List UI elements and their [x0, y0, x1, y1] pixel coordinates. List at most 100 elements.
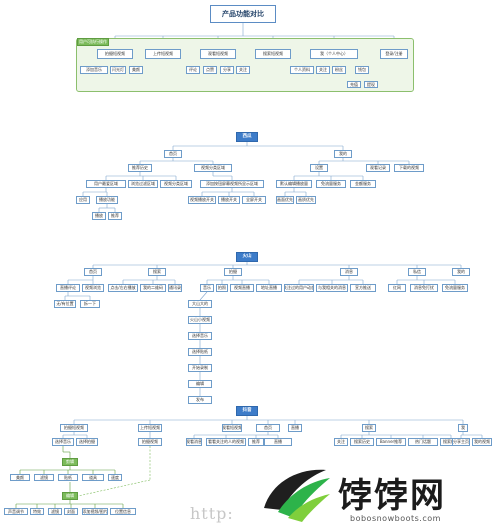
diagram-node: 视频分类区域: [160, 180, 192, 188]
brand-name: 饽饽网: [338, 476, 446, 516]
branch-node: 观看短视频: [200, 49, 236, 59]
diagram-node: 提现: [364, 81, 378, 88]
diagram-node: 添加音乐: [80, 66, 108, 74]
brand-logo-icon: [264, 469, 330, 522]
diagram-node: 速度: [108, 474, 122, 481]
page-title: 产品功能对比: [210, 5, 276, 23]
branch-node: 我（个人中心）: [310, 49, 358, 59]
bottom-item: 滤镜: [48, 508, 62, 515]
diagram-node: 消息: [340, 268, 358, 276]
diagram-node: 默认编辑播放量: [276, 180, 312, 188]
diagram-node: 推荐: [248, 438, 264, 446]
diagram-node: 充值: [347, 81, 361, 88]
diagram-node: 开始录制: [188, 364, 212, 372]
diagram-node: 播放: [92, 212, 106, 220]
diagram-node: 观看短视频: [222, 424, 242, 432]
diagram-node: 消息免打扰: [410, 284, 438, 292]
diagram-node: 关注过的用户动态: [284, 284, 314, 292]
diagram-node: 全屏开关: [242, 196, 266, 204]
diagram-node: 无/有位置: [54, 300, 76, 308]
diagram-node: 金额服务: [350, 180, 376, 188]
diagram-node: 美颜: [129, 66, 143, 74]
diagram-node: 热门话题: [408, 438, 438, 446]
diagram-node: 选择贴纸: [188, 348, 212, 356]
diagram-node: 画质优先: [296, 196, 316, 204]
diagram-node: 观看记录: [366, 164, 390, 172]
diagram-node: 直播: [288, 424, 302, 432]
diagram-node: 评论: [186, 66, 200, 74]
diagram-node: 推荐历史: [128, 164, 152, 172]
diagram-node: 搜索: [362, 424, 376, 432]
diagram-node: 拍摄: [224, 268, 242, 276]
bottom-item: 特效: [30, 508, 44, 515]
diagram-node: 地址直播: [256, 284, 282, 292]
diagram-node: 分享: [220, 66, 234, 74]
diagram-node: 拍摄视频: [138, 438, 162, 446]
branch-node: 上传短视频: [145, 49, 181, 59]
branch-node: 拍摄短视频: [97, 49, 133, 59]
diagram-node: 我的二维码: [140, 284, 166, 292]
diagram-node: 视频播放开关: [188, 196, 216, 204]
diagram-node: 视频浏览: [82, 284, 104, 292]
diagram-node: 免流量服务: [442, 284, 468, 292]
edit-tag: 剪辑: [62, 458, 78, 466]
diagram-node: 与我相关的消息: [316, 284, 348, 292]
diagram-node: 上传短视频: [138, 424, 162, 432]
connector-line: [199, 291, 208, 301]
diagram-node: 浏览过滤区域: [128, 180, 158, 188]
diagram-node: 滤镜: [34, 474, 54, 481]
diagram-node: 关注: [334, 438, 348, 446]
diagram-node: 我的视频: [472, 438, 492, 446]
diagram-node: 音乐: [200, 284, 214, 292]
diagram-node: 视频分类区域: [194, 164, 232, 172]
bottom-item: 位置信息: [110, 508, 136, 515]
branch-node: 搜索短视频: [255, 49, 291, 59]
diagram-node: 下载的视频: [394, 164, 424, 172]
diagram-node: 关注: [316, 66, 330, 74]
bottom-item: 声音调节: [4, 508, 28, 515]
bottom-item: 封面: [64, 508, 78, 515]
diagram-node: 拆一下: [80, 300, 100, 308]
brand-url: bobosnowboots.com: [350, 514, 441, 523]
diagram-node: 观看消息: [186, 438, 202, 446]
diagram-node: 我的: [334, 150, 352, 158]
diagram-node: 拍照: [216, 284, 228, 292]
http-watermark: http:: [190, 504, 234, 523]
diagram-node: 贴纸: [58, 474, 78, 481]
diagram-node: 首页: [84, 268, 102, 276]
diagram-node: 选择拍摄: [76, 438, 98, 446]
section-root: 火山: [236, 252, 258, 262]
diagram-node: 分享主页: [452, 438, 470, 446]
diagram-node: 播放功能: [96, 196, 118, 204]
diagram-node: 免流量服务: [316, 180, 346, 188]
diagram-node: 我的: [452, 268, 470, 276]
edit-tag-2: 编辑: [62, 492, 78, 500]
diagram-node: 首页: [164, 150, 182, 158]
diagram-node: 首页: [256, 424, 280, 432]
diagram-node: 闪光灯: [110, 66, 126, 74]
site-watermark: 饽饽网 bobosnowboots.com: [258, 462, 498, 528]
diagram-node: 推荐: [108, 212, 122, 220]
diagram-node: 宣方推送: [350, 284, 376, 292]
diagram-node: 火山小视频: [188, 316, 212, 324]
diagram-node: 画面优先: [276, 196, 294, 204]
diagram-node: 红网: [388, 284, 406, 292]
section-root: 西瓜: [236, 132, 258, 142]
diagram-node: 点击/左右播放: [108, 284, 138, 292]
diagram-node: 拍摄短视频: [60, 424, 88, 432]
diagram-node: 设置: [310, 164, 328, 172]
branch-node: 登录/注册: [380, 49, 408, 59]
diagram-node: 搜索: [148, 268, 166, 276]
diagram-node: 点赞: [203, 66, 217, 74]
section-root: 抖音: [236, 406, 258, 416]
diagram-node: 用户最爱区域: [86, 180, 126, 188]
diagram-node: 直播: [264, 438, 292, 446]
user-actions-tag: 用户可执行操作: [77, 38, 109, 46]
diagram-node: 个人资料: [290, 66, 314, 74]
diagram-node: 选择音乐: [188, 332, 212, 340]
diagram-node: 视频直播: [230, 284, 254, 292]
diagram-node: 道具: [82, 474, 104, 481]
diagram-node: 应用: [76, 196, 90, 204]
diagram-node: 我: [458, 424, 468, 432]
connector-line: [77, 479, 151, 497]
